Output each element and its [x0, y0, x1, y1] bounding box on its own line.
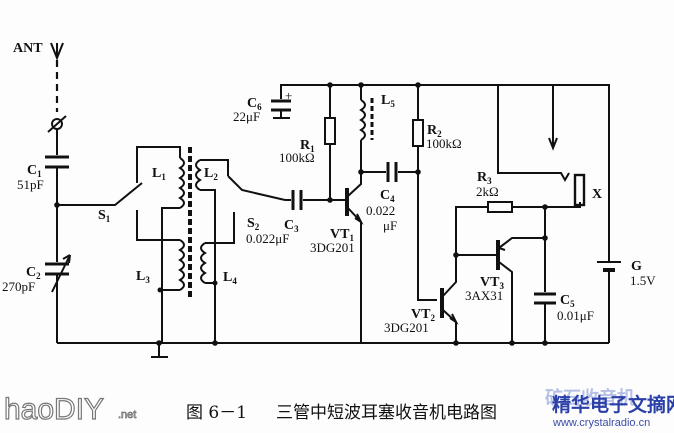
label-c2-value: 270pF: [2, 279, 35, 294]
label-s2-c3-value: 0.022μF: [246, 231, 289, 246]
transistor-vt2-symbol: [440, 255, 459, 343]
coil-l1-l3-group: [136, 146, 185, 343]
capacitor-c3-symbol: [285, 190, 330, 210]
label-s1: S1: [98, 208, 111, 224]
supply-rail-top: [280, 84, 580, 86]
resistor-r3-symbol: [455, 201, 545, 255]
label-c1-value: 51pF: [17, 177, 44, 192]
capacitor-c6-electrolytic-symbol: [271, 85, 291, 119]
label-c6-value: 22μF: [233, 109, 260, 124]
label-c5: C5: [560, 293, 575, 309]
label-x: X: [592, 187, 602, 202]
label-vt1: VT1: [330, 227, 354, 243]
capacitor-c1-symbol: [45, 155, 69, 205]
switch-s2-symbol: [227, 175, 286, 201]
earphone-jack-x-symbol: [497, 84, 610, 262]
battery-g-symbol: [597, 261, 621, 343]
antenna-symbol: [50, 42, 64, 112]
junction-node: [212, 340, 218, 346]
label-c1: C1: [27, 163, 42, 179]
transistor-vt3-symbol: [456, 237, 545, 343]
svg-text:haoDIY: haoDIY: [4, 393, 104, 426]
label-c4: C4: [380, 188, 395, 204]
capacitor-c4-symbol: [361, 162, 418, 182]
label-ant: ANT: [13, 41, 43, 56]
label-r1-value: 100kΩ: [279, 150, 315, 165]
label-l4: L4: [223, 270, 237, 286]
label-c4-value-line1: 0.022: [366, 203, 395, 218]
figure-number: 图 6－1: [186, 403, 247, 423]
label-c6: C6: [247, 96, 262, 112]
capacitor-c2-variable-symbol: [45, 205, 71, 343]
inductor-l5-symbol: [359, 85, 374, 172]
switch-s1-symbol: [57, 182, 143, 222]
label-r2: R2: [427, 123, 442, 139]
label-s2: S2: [247, 216, 260, 232]
label-c2: C2: [26, 265, 41, 281]
resistor-r2-symbol: [412, 85, 437, 301]
label-l2: L2: [204, 166, 218, 182]
svg-text:矿石收音机: 矿石收音机: [545, 387, 635, 409]
label-vt2: VT2: [411, 307, 435, 323]
capacitor-c5-symbol: [534, 207, 556, 343]
watermark-haodiy: haoDIY .net: [3, 392, 136, 426]
label-r3: R3: [477, 170, 492, 186]
label-g-value: 1.5V: [630, 273, 656, 288]
watermark-crystalradio: 矿石收音机 精华电子文摘网 www.crystalradio.cn: [545, 387, 674, 429]
transistor-vt1-symbol: [345, 172, 364, 343]
svg-text:精华电子文摘网: 精华电子文摘网: [552, 393, 674, 416]
label-vt3-part: 3AX31: [465, 288, 503, 303]
label-c5-value: 0.01μF: [557, 308, 594, 323]
label-l5: L5: [381, 93, 395, 109]
junction-node: [453, 340, 459, 346]
label-r3-value: 2kΩ: [476, 184, 499, 199]
label-vt3: VT3: [480, 275, 504, 291]
label-r2-value: 100kΩ: [426, 136, 462, 151]
label-vt1-part: 3DG201: [310, 240, 355, 255]
junction-node: [156, 340, 162, 346]
antenna-coupling-variable-element: [47, 115, 67, 155]
junction-node: [509, 340, 515, 346]
junction-node: [542, 340, 548, 346]
svg-text:www.crystalradio.cn: www.crystalradio.cn: [552, 417, 650, 429]
resistor-r1-symbol: [324, 85, 345, 201]
label-vt2-part: 3DG201: [384, 320, 429, 335]
coil-l2-l4-group: [195, 159, 235, 343]
label-g: G: [631, 259, 642, 274]
label-r1: R1: [300, 138, 315, 154]
label-c6-polarity: +: [285, 88, 292, 103]
label-l3: L3: [136, 269, 150, 285]
figure-caption: 三管中短波耳塞收音机电路图: [276, 403, 497, 423]
label-c3: C3: [284, 218, 299, 234]
label-c4-value-line2: μF: [383, 218, 397, 233]
label-l1: L1: [152, 166, 166, 182]
svg-text:.net: .net: [118, 409, 136, 421]
